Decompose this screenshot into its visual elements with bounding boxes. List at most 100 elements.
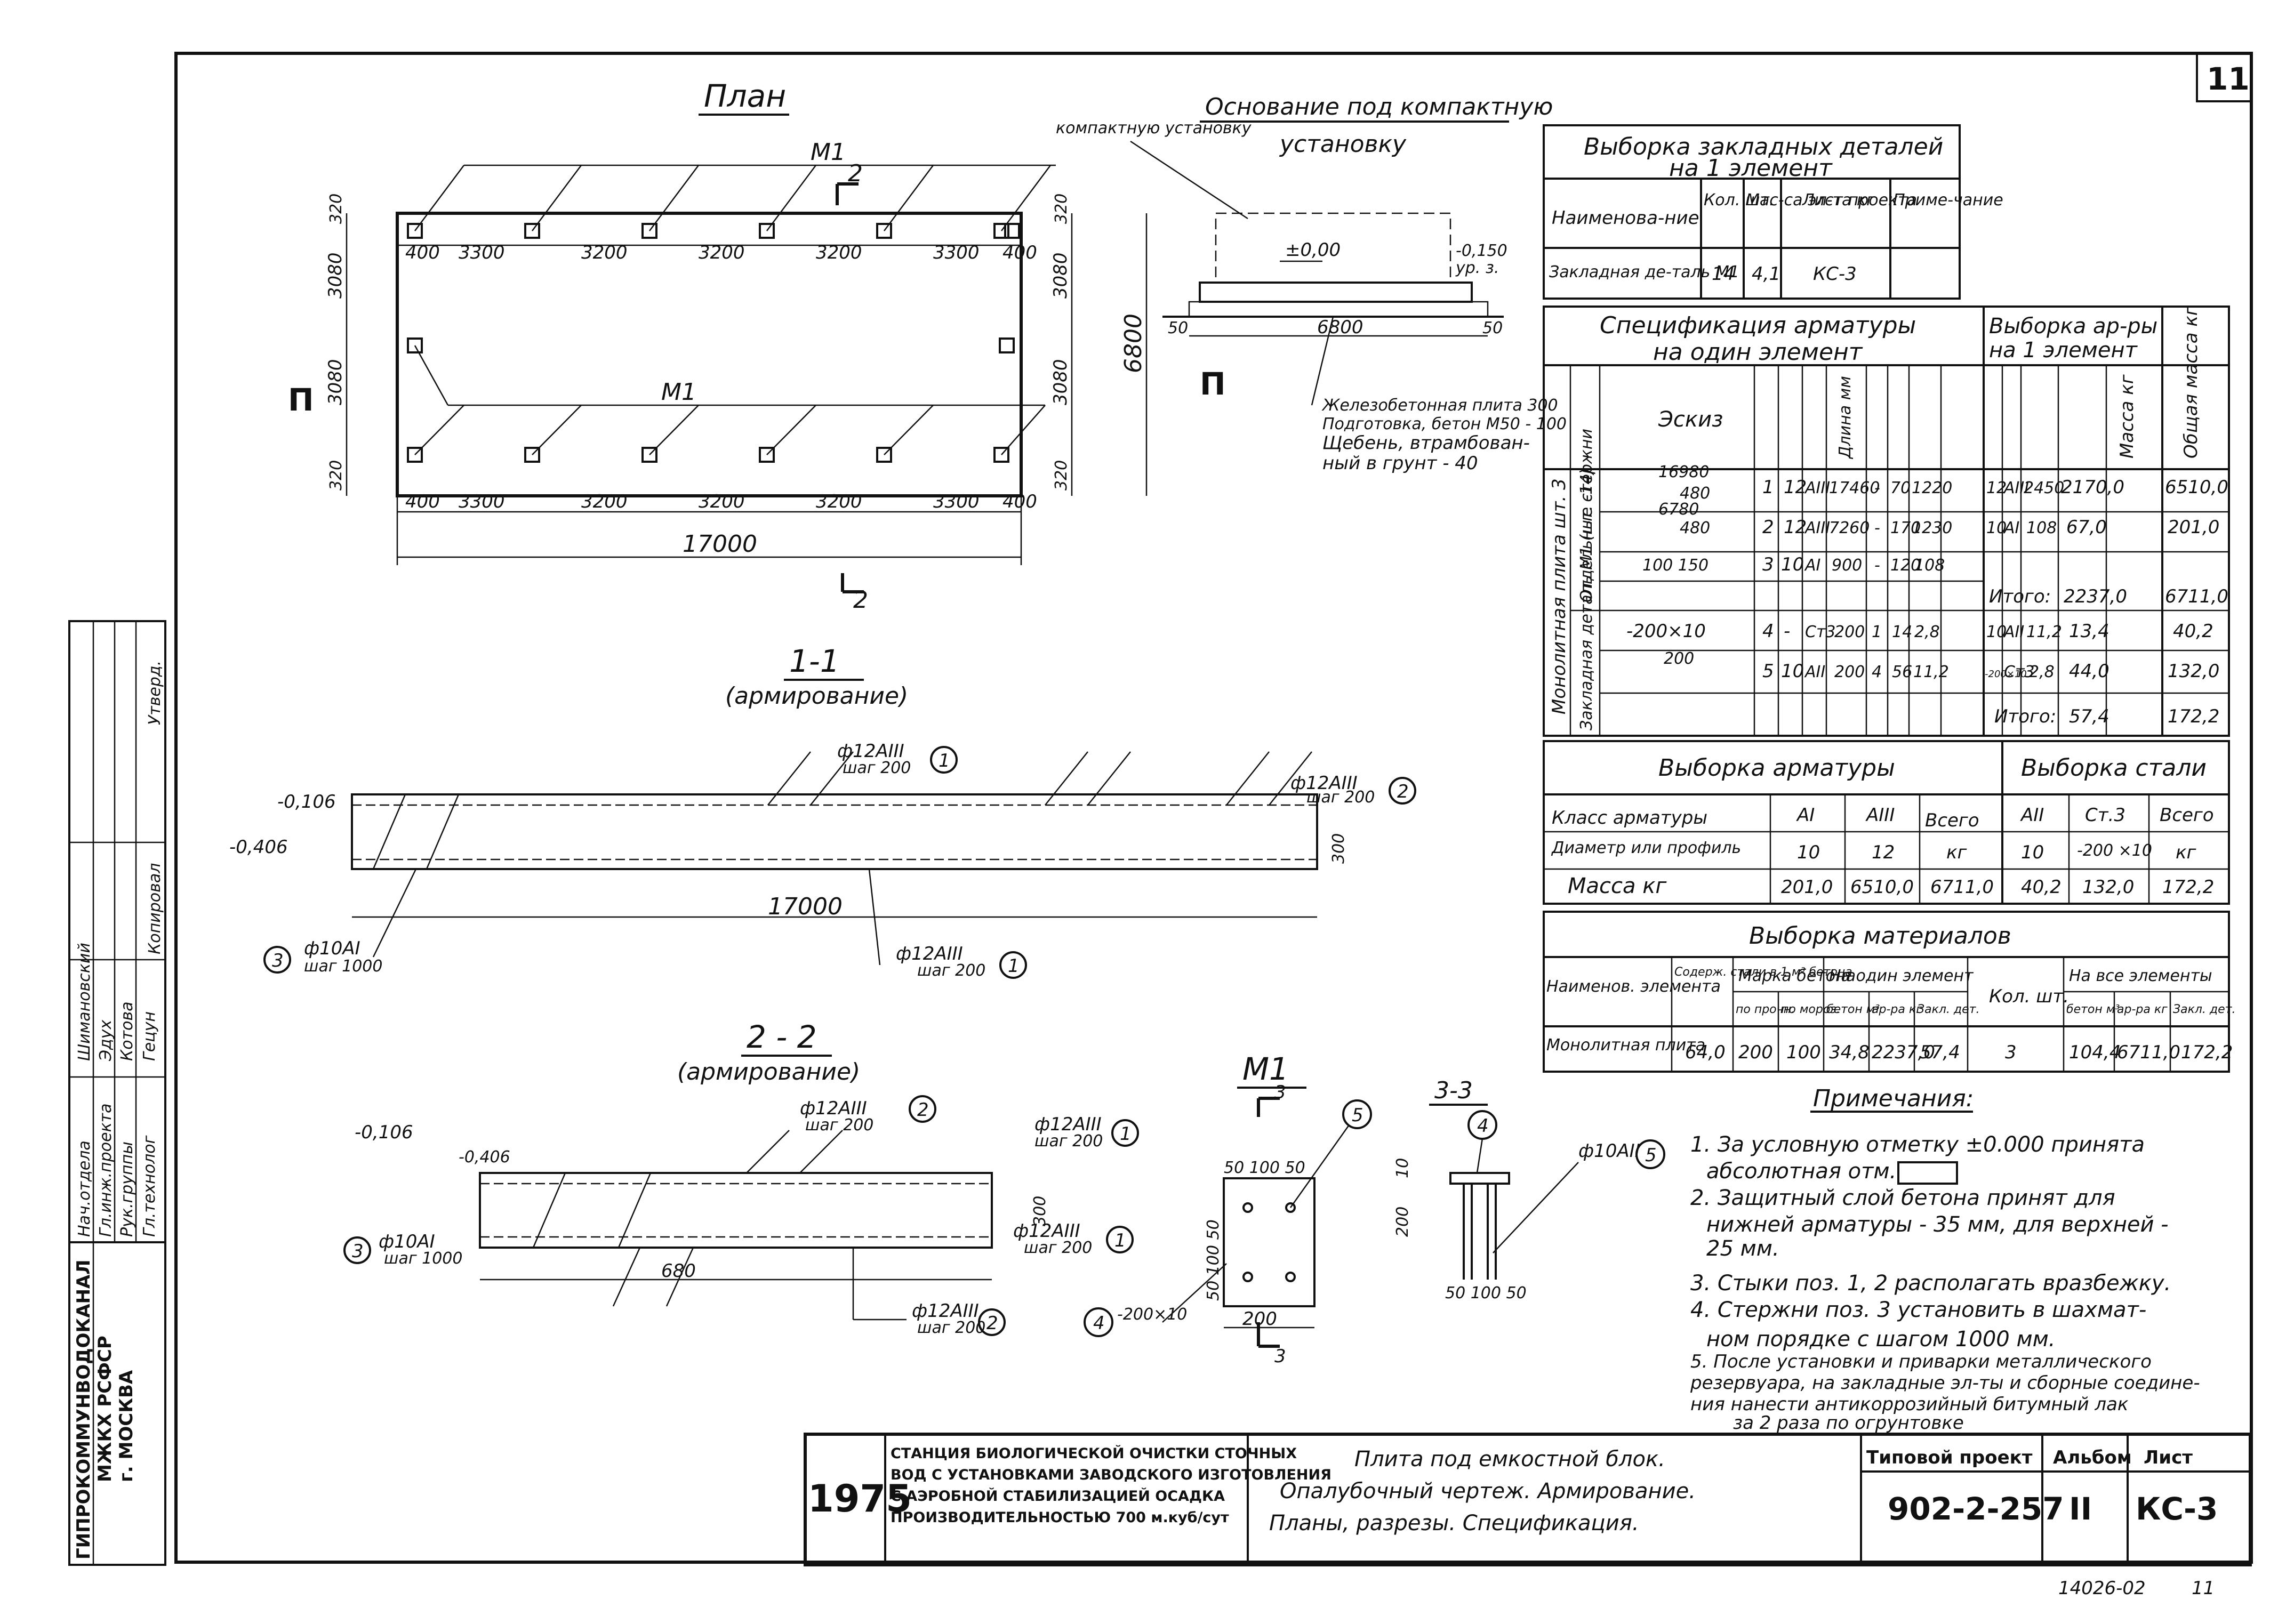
svg-text:3: 3	[352, 1241, 364, 1262]
svg-text:кг: кг	[1946, 842, 1968, 863]
svg-text:Копировал: Копировал	[146, 863, 164, 954]
sec22-callout-2: ф12АIII	[1034, 1114, 1102, 1135]
svg-text:Подготовка, бетон М50 - 100: Подготовка, бетон М50 - 100	[1322, 415, 1567, 433]
svg-text:Гецун: Гецун	[140, 1011, 159, 1061]
sec22-callout-3: ф10АI	[379, 1231, 435, 1252]
svg-text:бетон м³: бетон м³	[2066, 1003, 2120, 1016]
svg-text:ВОД С УСТАНОВКАМИ ЗАВОДСКОГО И: ВОД С УСТАНОВКАМИ ЗАВОДСКОГО ИЗГОТОВЛЕНИ…	[891, 1467, 1332, 1483]
sec22-slab	[479, 1172, 993, 1249]
sec11-title: 1-1	[789, 643, 840, 679]
svg-text:шаг 200: шаг 200	[843, 759, 911, 777]
base-cut: П	[1200, 366, 1226, 402]
svg-text:-: -	[1874, 479, 1880, 497]
svg-text:480: 480	[1680, 519, 1710, 537]
svg-text:2: 2	[917, 1099, 929, 1121]
svg-text:4. Стержни поз. 3 установить в: 4. Стержни поз. 3 установить в шахмат-	[1690, 1298, 2146, 1322]
plan-top-dims: 400 3300 3200 3200 3200 3300 400	[405, 242, 1037, 263]
sec22-callout-5: ф12АIII	[912, 1300, 979, 1322]
base-title: Основание под компактную	[1205, 93, 1553, 120]
svg-text:Типовой проект: Типовой проект	[1866, 1447, 2033, 1468]
svg-text:7260: 7260	[1829, 519, 1870, 537]
plan-right-dims: 320 3080 3080 320	[1050, 194, 1071, 491]
sec22-h: 300	[1031, 1196, 1049, 1226]
sec22-len: 680	[661, 1260, 696, 1282]
svg-text:Масса кг: Масса кг	[1568, 874, 1667, 898]
svg-text:1: 1	[1114, 1230, 1126, 1251]
svg-text:6510,0: 6510,0	[1850, 877, 1914, 898]
svg-text:400: 400	[1002, 491, 1037, 512]
base-dim-right: 50	[1482, 319, 1503, 337]
svg-text:12: 12	[1986, 479, 2007, 497]
svg-text:АII: АII	[2020, 805, 2044, 826]
s33-h1: 10	[1393, 1158, 1412, 1178]
svg-text:2. Защитный слой бетона принят: 2. Защитный слой бетона принят для	[1690, 1186, 2115, 1210]
sec22-title: 2 - 2	[747, 1019, 817, 1055]
svg-text:Лист проекта: Лист проекта	[1802, 191, 1917, 210]
svg-text:57,4: 57,4	[1920, 1042, 1960, 1063]
svg-text:4: 4	[1477, 1115, 1489, 1137]
svg-text:3200: 3200	[581, 242, 628, 263]
svg-text:АII: АII	[2003, 623, 2024, 641]
svg-text:АI: АI	[1796, 805, 1815, 826]
plan-embeds	[407, 223, 1020, 463]
svg-text:Лист: Лист	[2144, 1447, 2193, 1468]
svg-text:нижней арматуры - 35 мм, для в: нижней арматуры - 35 мм, для верхней -	[1706, 1212, 2169, 1237]
plan-cut-top: 2	[848, 160, 863, 187]
svg-text:2237,0: 2237,0	[1872, 1042, 1935, 1063]
sec11-lvl1: -0,106	[277, 791, 336, 813]
svg-text:С АЭРОБНОЙ СТАБИЛИЗАЦИЕЙ ОСАДК: С АЭРОБНОЙ СТАБИЛИЗАЦИЕЙ ОСАДКА	[891, 1488, 1225, 1505]
notes-title: Примечания:	[1813, 1085, 1974, 1112]
arm-row-3: Масса кг 201,0 6510,0 6711,0 40,2 132,0 …	[1568, 874, 2214, 898]
svg-text:Монолитная плита шт. 3: Монолитная плита шт. 3	[1549, 478, 1570, 714]
svg-text:4,1: 4,1	[1752, 263, 1780, 285]
svg-text:172,2: 172,2	[2168, 706, 2219, 727]
mat-row: Монолитная плита 64,0 200 100 34,8 2237,…	[1546, 1036, 2233, 1063]
svg-text:ар-ра кг: ар-ра кг	[1872, 1003, 1922, 1016]
svg-text:4: 4	[1872, 663, 1882, 681]
svg-text:25 мм.: 25 мм.	[1706, 1236, 1779, 1261]
svg-text:6510,0: 6510,0	[2165, 477, 2228, 498]
sec22-lvl2: -0,406	[459, 1148, 510, 1167]
sec11-subtitle: (армирование)	[725, 682, 908, 710]
svg-text:АIII: АIII	[1804, 519, 1830, 537]
svg-text:12: 12	[1784, 477, 1807, 498]
svg-text:Ст3: Ст3	[1805, 623, 1836, 641]
stamp-sheet-code: КС-3	[2136, 1491, 2218, 1527]
spec-total-2-label: Итого:	[1994, 706, 2056, 727]
svg-text:Закладная де-таль М1: Закладная де-таль М1	[1549, 263, 1739, 282]
stamp-org3: г. МОСКВА	[116, 1370, 137, 1482]
svg-text:шаг 200: шаг 200	[1024, 1239, 1092, 1257]
svg-text:64,0: 64,0	[1685, 1042, 1726, 1063]
svg-text:за 2 раза по огрунтовке: за 2 раза по огрунтовке	[1733, 1412, 1964, 1434]
detail-m1: М1 3 50 100 50 50 100 50 200 5 4 -200×10…	[1084, 1051, 1372, 1367]
svg-text:5. После установки и приварки: 5. После установки и приварки металличес…	[1690, 1351, 2152, 1372]
svg-text:6711,0: 6711,0	[1930, 877, 1994, 898]
svg-text:Гл.инж.проекта: Гл.инж.проекта	[97, 1103, 115, 1237]
svg-text:120: 120	[1890, 556, 1921, 575]
svg-text:10: 10	[1797, 842, 1820, 863]
m1-dims-top: 50 100 50	[1224, 1159, 1305, 1177]
svg-text:СТАНЦИЯ БИОЛОГИЧЕСКОЙ ОЧИСТКИ: СТАНЦИЯ БИОЛОГИЧЕСКОЙ ОЧИСТКИ СТОЧНЫХ	[891, 1445, 1297, 1462]
plan-title: План	[704, 78, 786, 114]
spec-row-3: 100 150 3 10 АI 900 - 120 108	[1642, 554, 1945, 575]
sheet-number: 11	[2207, 61, 2250, 97]
tbl-steel-title: Выборка стали	[2021, 754, 2207, 782]
svg-text:34,8: 34,8	[1829, 1042, 1870, 1063]
svg-text:кг: кг	[2176, 842, 2197, 863]
s33-rod: ф10АII	[1578, 1140, 1640, 1162]
svg-text:абсолютная отм.: абсолютная отм.	[1706, 1159, 1896, 1184]
svg-text:108: 108	[2026, 519, 2057, 537]
svg-text:12: 12	[1872, 842, 1895, 863]
svg-text:На один элемент: На один элемент	[1829, 967, 1974, 985]
m1-title: М1	[1242, 1051, 1289, 1087]
svg-text:3: 3	[272, 950, 284, 971]
stamp-album-no: II	[2069, 1491, 2092, 1527]
svg-text:44,0: 44,0	[2069, 661, 2109, 682]
svg-text:1: 1	[1762, 477, 1774, 498]
stamp-org: ГИПРОКОММУНВОДОКАНАЛ	[73, 1259, 94, 1559]
svg-text:3080: 3080	[1050, 359, 1071, 405]
svg-text:Утверд.: Утверд.	[146, 661, 164, 725]
plan-mark-m1-top: М1	[811, 139, 846, 166]
svg-text:бетон м³: бетон м³	[1826, 1003, 1880, 1016]
